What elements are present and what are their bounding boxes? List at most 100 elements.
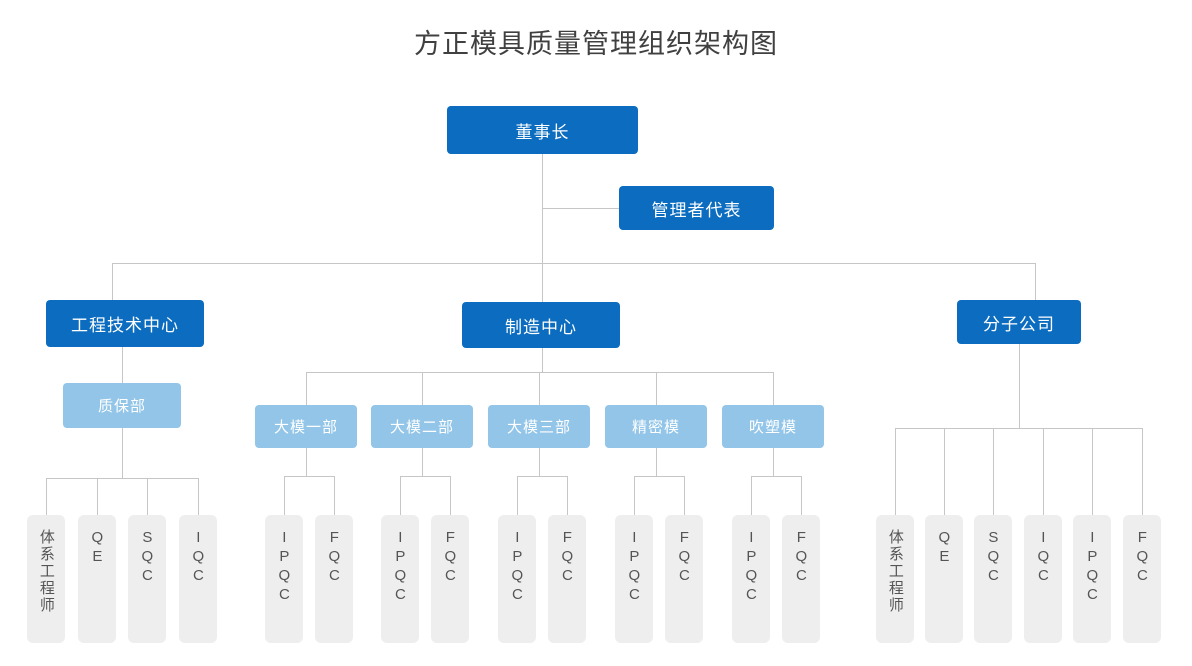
leaf-label: 体系工程师 bbox=[37, 529, 55, 614]
leaf-mold3-ipqc[interactable]: IPQC bbox=[498, 515, 536, 643]
connector-qa-drop-4 bbox=[198, 478, 199, 515]
leaf-label: 体系工程师 bbox=[886, 529, 904, 614]
node-quality-assurance-department-label: 质保部 bbox=[97, 398, 146, 415]
node-quality-assurance-department[interactable]: 质保部 bbox=[63, 383, 181, 428]
connector-blow-stem bbox=[773, 448, 774, 476]
leaf-blow-ipqc[interactable]: IPQC bbox=[732, 515, 770, 643]
connector-mfg-drop-2 bbox=[422, 372, 423, 405]
connector-mfg-drop-3 bbox=[539, 372, 540, 405]
connector-precision-drop-1 bbox=[634, 476, 635, 515]
leaf-label: IQC bbox=[189, 529, 207, 586]
leaf-label: FQC bbox=[325, 529, 343, 586]
connector-precision-bar bbox=[634, 476, 684, 477]
leaf-subsidiary-system-engineer[interactable]: 体系工程师 bbox=[876, 515, 914, 643]
leaf-subsidiary-ipqc[interactable]: IPQC bbox=[1073, 515, 1111, 643]
connector-mold1-bar bbox=[284, 476, 334, 477]
leaf-subsidiary-qe[interactable]: QE bbox=[925, 515, 963, 643]
connector-mold1-drop-1 bbox=[284, 476, 285, 515]
leaf-qa-sqc[interactable]: SQC bbox=[128, 515, 166, 643]
leaf-mold1-ipqc[interactable]: IPQC bbox=[265, 515, 303, 643]
leaf-subsidiary-fqc[interactable]: FQC bbox=[1123, 515, 1161, 643]
leaf-mold3-fqc[interactable]: FQC bbox=[548, 515, 586, 643]
connector-drop-subsidiary bbox=[1035, 263, 1036, 300]
connector-qa-drop-1 bbox=[46, 478, 47, 515]
leaf-mold2-ipqc[interactable]: IPQC bbox=[381, 515, 419, 643]
node-engineering-technology-center-label: 工程技术中心 bbox=[71, 316, 179, 335]
leaf-label: QE bbox=[88, 529, 106, 567]
connector-mold3-drop-1 bbox=[517, 476, 518, 515]
connector-sub-drop-1 bbox=[895, 428, 896, 515]
leaf-mold1-fqc[interactable]: FQC bbox=[315, 515, 353, 643]
connector-mold3-stem bbox=[539, 448, 540, 476]
node-subsidiary-company-label: 分子公司 bbox=[983, 314, 1055, 334]
leaf-label: FQC bbox=[441, 529, 459, 586]
leaf-precision-fqc[interactable]: FQC bbox=[665, 515, 703, 643]
leaf-label: FQC bbox=[558, 529, 576, 586]
node-large-mold-dept-3-label: 大模三部 bbox=[506, 419, 571, 436]
leaf-label: SQC bbox=[138, 529, 156, 586]
connector-mfg-drop-5 bbox=[773, 372, 774, 405]
node-chairman[interactable]: 董事长 bbox=[447, 106, 638, 154]
connector-mold2-drop-1 bbox=[400, 476, 401, 515]
connector-chairman-to-mgmt-rep bbox=[542, 208, 620, 209]
node-blow-mold-label: 吹塑模 bbox=[748, 419, 797, 436]
connector-qa-bar bbox=[46, 478, 198, 479]
leaf-label: IQC bbox=[1034, 529, 1052, 586]
node-large-mold-dept-2[interactable]: 大模二部 bbox=[371, 405, 473, 448]
leaf-label: IPQC bbox=[275, 529, 293, 605]
connector-mold3-bar bbox=[517, 476, 567, 477]
leaf-label: IPQC bbox=[625, 529, 643, 605]
leaf-blow-fqc[interactable]: FQC bbox=[782, 515, 820, 643]
connector-blow-drop-1 bbox=[751, 476, 752, 515]
node-manufacturing-center[interactable]: 制造中心 bbox=[462, 302, 620, 348]
leaf-label: FQC bbox=[675, 529, 693, 586]
node-large-mold-dept-1[interactable]: 大模一部 bbox=[255, 405, 357, 448]
connector-mold2-drop-2 bbox=[450, 476, 451, 515]
leaf-label: IPQC bbox=[742, 529, 760, 605]
node-chairman-label: 董事长 bbox=[515, 122, 570, 142]
leaf-qa-iqc[interactable]: IQC bbox=[179, 515, 217, 643]
connector-blow-bar bbox=[751, 476, 801, 477]
connector-mold1-drop-2 bbox=[334, 476, 335, 515]
connector-mold2-stem bbox=[422, 448, 423, 476]
connector-qa-drop-2 bbox=[97, 478, 98, 515]
node-precision-mold[interactable]: 精密模 bbox=[605, 405, 707, 448]
node-large-mold-dept-3[interactable]: 大模三部 bbox=[488, 405, 590, 448]
node-large-mold-dept-1-label: 大模一部 bbox=[273, 419, 338, 436]
leaf-qa-system-engineer[interactable]: 体系工程师 bbox=[27, 515, 65, 643]
page-title: 方正模具质量管理组织架构图 bbox=[414, 29, 778, 59]
connector-subsidiary-stem bbox=[1019, 344, 1020, 428]
connector-level2-bar bbox=[112, 263, 1035, 264]
connector-mold1-stem bbox=[306, 448, 307, 476]
connector-precision-drop-2 bbox=[684, 476, 685, 515]
connector-qa-drop-3 bbox=[147, 478, 148, 515]
leaf-subsidiary-iqc[interactable]: IQC bbox=[1024, 515, 1062, 643]
leaf-qa-qe[interactable]: QE bbox=[78, 515, 116, 643]
node-subsidiary-company[interactable]: 分子公司 bbox=[957, 300, 1081, 344]
connector-blow-drop-2 bbox=[801, 476, 802, 515]
connector-mfg-drop-1 bbox=[306, 372, 307, 405]
leaf-subsidiary-sqc[interactable]: SQC bbox=[974, 515, 1012, 643]
node-management-representative[interactable]: 管理者代表 bbox=[619, 186, 774, 230]
leaf-precision-ipqc[interactable]: IPQC bbox=[615, 515, 653, 643]
connector-mold2-bar bbox=[400, 476, 450, 477]
connector-sub-drop-2 bbox=[944, 428, 945, 515]
node-precision-mold-label: 精密模 bbox=[631, 419, 680, 436]
node-manufacturing-center-label: 制造中心 bbox=[505, 317, 577, 337]
connector-mfg-drop-4 bbox=[656, 372, 657, 405]
connector-drop-eng-center bbox=[112, 263, 113, 300]
connector-qa-stem bbox=[122, 428, 123, 478]
connector-sub-drop-3 bbox=[993, 428, 994, 515]
connector-eng-to-qa bbox=[122, 347, 123, 383]
leaf-mold2-fqc[interactable]: FQC bbox=[431, 515, 469, 643]
leaf-label: IPQC bbox=[508, 529, 526, 605]
leaf-label: QE bbox=[935, 529, 953, 567]
node-engineering-technology-center[interactable]: 工程技术中心 bbox=[46, 300, 204, 347]
node-blow-mold[interactable]: 吹塑模 bbox=[722, 405, 824, 448]
connector-sub-drop-6 bbox=[1142, 428, 1143, 515]
connector-sub-drop-4 bbox=[1043, 428, 1044, 515]
connector-mold3-drop-2 bbox=[567, 476, 568, 515]
leaf-label: IPQC bbox=[1083, 529, 1101, 605]
node-large-mold-dept-2-label: 大模二部 bbox=[389, 419, 454, 436]
